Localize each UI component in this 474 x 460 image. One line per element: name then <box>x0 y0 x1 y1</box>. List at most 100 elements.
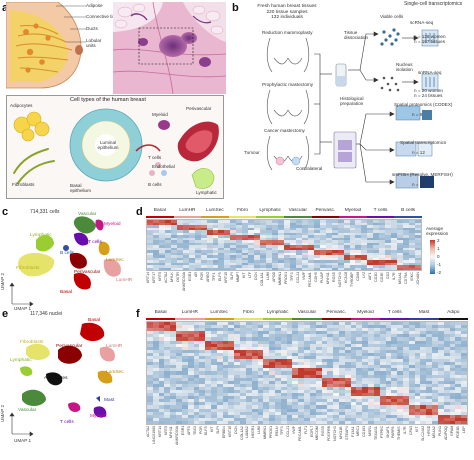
adipocytes-drawing <box>13 111 50 142</box>
label-connective-tissue: Connective tissue <box>86 14 123 19</box>
heatmap-f-group-color-5 <box>292 318 322 320</box>
heatmap-d-group-7: Myeloid <box>344 208 362 213</box>
umap-c-label-vascular: Vascular <box>78 212 97 217</box>
heatmap-f-gene-label: FLT1 <box>303 426 308 435</box>
heatmap-d <box>146 219 422 271</box>
label-scrna-seq: scRNA-seq <box>410 20 434 25</box>
heatmap-f-group-3: Fibro <box>242 310 254 315</box>
heatmap-f-gene-label: LEP <box>461 426 466 433</box>
umap-e-xlabel: UMAP 1 <box>14 438 32 443</box>
heatmap-f-gene-label: PDE3B <box>455 426 460 438</box>
colorbar-tick-m2: -2 <box>437 270 442 275</box>
heatmap-d-group-3: Fibro <box>237 208 249 213</box>
spatial-method-icons <box>395 105 434 189</box>
heatmap-f-gene-label: MMRN1 <box>262 426 267 440</box>
umap-e-label-fibroblasts: Fibroblasts <box>20 340 44 345</box>
heatmap-f-gene-label: PROX1 <box>268 426 273 439</box>
colorbar-tick-2: 2 <box>437 238 440 243</box>
endothelial-drawing <box>135 144 161 152</box>
heatmap-f-group-5: Vascular <box>297 310 317 315</box>
umap-e-clusters <box>20 322 115 418</box>
heatmap-d-group-color-7 <box>339 216 367 218</box>
umap-c-label-bcells: B cells <box>60 251 75 256</box>
umap-c-label-tcells: T cells <box>88 240 102 245</box>
procedure-reduction: Reduction mammoplasty <box>262 30 313 35</box>
label-b-cells: B cells <box>148 182 162 187</box>
label-smfish: smFISH (Resolve, MERFISH) <box>392 172 453 177</box>
label-codex: Spatial proteomics (CODEX) <box>394 102 453 107</box>
label-contralateral: Contralateral <box>296 166 323 171</box>
heatmap-d-group-8: T cells <box>373 208 388 213</box>
heatmap-f-gene-label: ADIPOQ <box>444 426 449 440</box>
label-spatial-transcriptomics: Spatial transcriptomics <box>400 140 447 145</box>
colorbar-tick-m1: -1 <box>437 262 442 267</box>
spatial-count: n = 12 <box>412 150 425 155</box>
label-snrna-seq: snRNA-seq <box>418 70 442 75</box>
umap-e-plot <box>9 322 115 437</box>
heatmap-f-gene-label: ERBB4 <box>221 426 226 438</box>
heatmap-f-group-color-4 <box>263 318 293 320</box>
cell-types-title: Cell types of the human breast <box>70 97 146 103</box>
heatmap-f-gene-label: DCN <box>233 426 238 434</box>
duct-drawing <box>69 108 143 182</box>
label-basal-epithelium: Basal epithelium <box>70 183 91 194</box>
umap-c-label-lumsec: LumSec <box>106 258 124 263</box>
heatmap-f-group-color-9 <box>409 318 439 320</box>
nuclei-icon <box>380 76 400 92</box>
heatmap-f-gene-label: LUM <box>257 426 262 434</box>
umap-e-label-adipocytes: Adipocytes <box>44 376 68 381</box>
panel-label-f: f <box>136 308 140 320</box>
umap-c-label-fibroblasts: Fibroblasts <box>16 266 40 271</box>
umap-c-label-myeloid: Myeloid <box>104 222 121 227</box>
umap-c-count: 714,331 cells <box>30 209 60 215</box>
panel-label-b: b <box>232 2 239 14</box>
label-fibroblasts: Fibroblasts <box>12 182 35 187</box>
workflow-diagram <box>266 28 439 189</box>
heatmap-d-group-9: B cells <box>401 208 416 213</box>
umap-c-label-lymphatic: Lymphatic <box>30 233 52 238</box>
heatmap-d-group-5: Vascular <box>288 208 307 213</box>
umap-e-label-mast: Mast <box>104 398 115 403</box>
procedure-cancer: Cancer mastectomy <box>264 128 305 133</box>
label-t-cells: T cells <box>148 155 162 160</box>
panel-label-e: e <box>2 308 9 320</box>
heatmap-f-group-bar <box>146 318 468 320</box>
heatmap-d-group-2: LumSec <box>206 208 224 213</box>
heatmap-d-group-color-2 <box>201 216 229 218</box>
umap-e-ylabel: UMAP 2 <box>0 404 5 422</box>
heatmap-f-gene-label: ACTA2 <box>146 426 150 438</box>
label-adipocytes: Adipocytes <box>10 103 33 108</box>
vessel-drawing <box>177 121 219 162</box>
umap-e-label-basal: Basal <box>88 318 100 323</box>
label-endothelial: Endothelial <box>152 164 175 169</box>
heatmap-d-group-color-0 <box>146 216 174 218</box>
heatmap-f-gene-label: NOTCH3 <box>333 426 337 441</box>
colorbar-tick-0: 0 <box>437 254 440 259</box>
heatmap-f-group-color-7 <box>350 318 381 320</box>
heatmap-d-group-color-5 <box>283 216 312 218</box>
label-perivascular: Perivascular <box>186 106 212 111</box>
heatmap-f-group-1: LumHR <box>181 310 199 315</box>
umap-c-clusters <box>18 216 121 290</box>
bcell-drawing <box>161 170 167 176</box>
heatmap-f-gene-label: AFF3 <box>186 426 191 435</box>
heatmap-d-colorbar <box>430 240 435 274</box>
umap-e-label-lumhr: LumHR <box>106 344 123 349</box>
heatmap-f-group-color-10 <box>438 318 468 320</box>
heatmap-d-group-1: LumHR <box>179 208 196 213</box>
heatmap-d-group-4: Lymphatic <box>259 208 282 213</box>
heatmap-f-group-8: T cells <box>387 310 402 315</box>
label-myeloid: Myeloid <box>152 112 168 117</box>
heatmap-d-group-6: Perivasc. <box>315 208 336 213</box>
colorbar-tick-1: 1 <box>437 246 440 251</box>
umap-c-label-perivascular: Perivascular <box>74 270 101 275</box>
heatmap-d-gene-label: JCHAIN <box>416 272 420 285</box>
dissociation-tube-icon <box>335 63 347 87</box>
heatmap-f <box>146 321 468 425</box>
cell-types-illustration <box>13 108 219 189</box>
heatmap-f-group-7: Myeloid <box>357 310 374 315</box>
heatmap-d-legend-title: Average expression <box>426 226 449 237</box>
cohort-header: Fresh human breast tissues 220 tissue sa… <box>257 4 317 21</box>
